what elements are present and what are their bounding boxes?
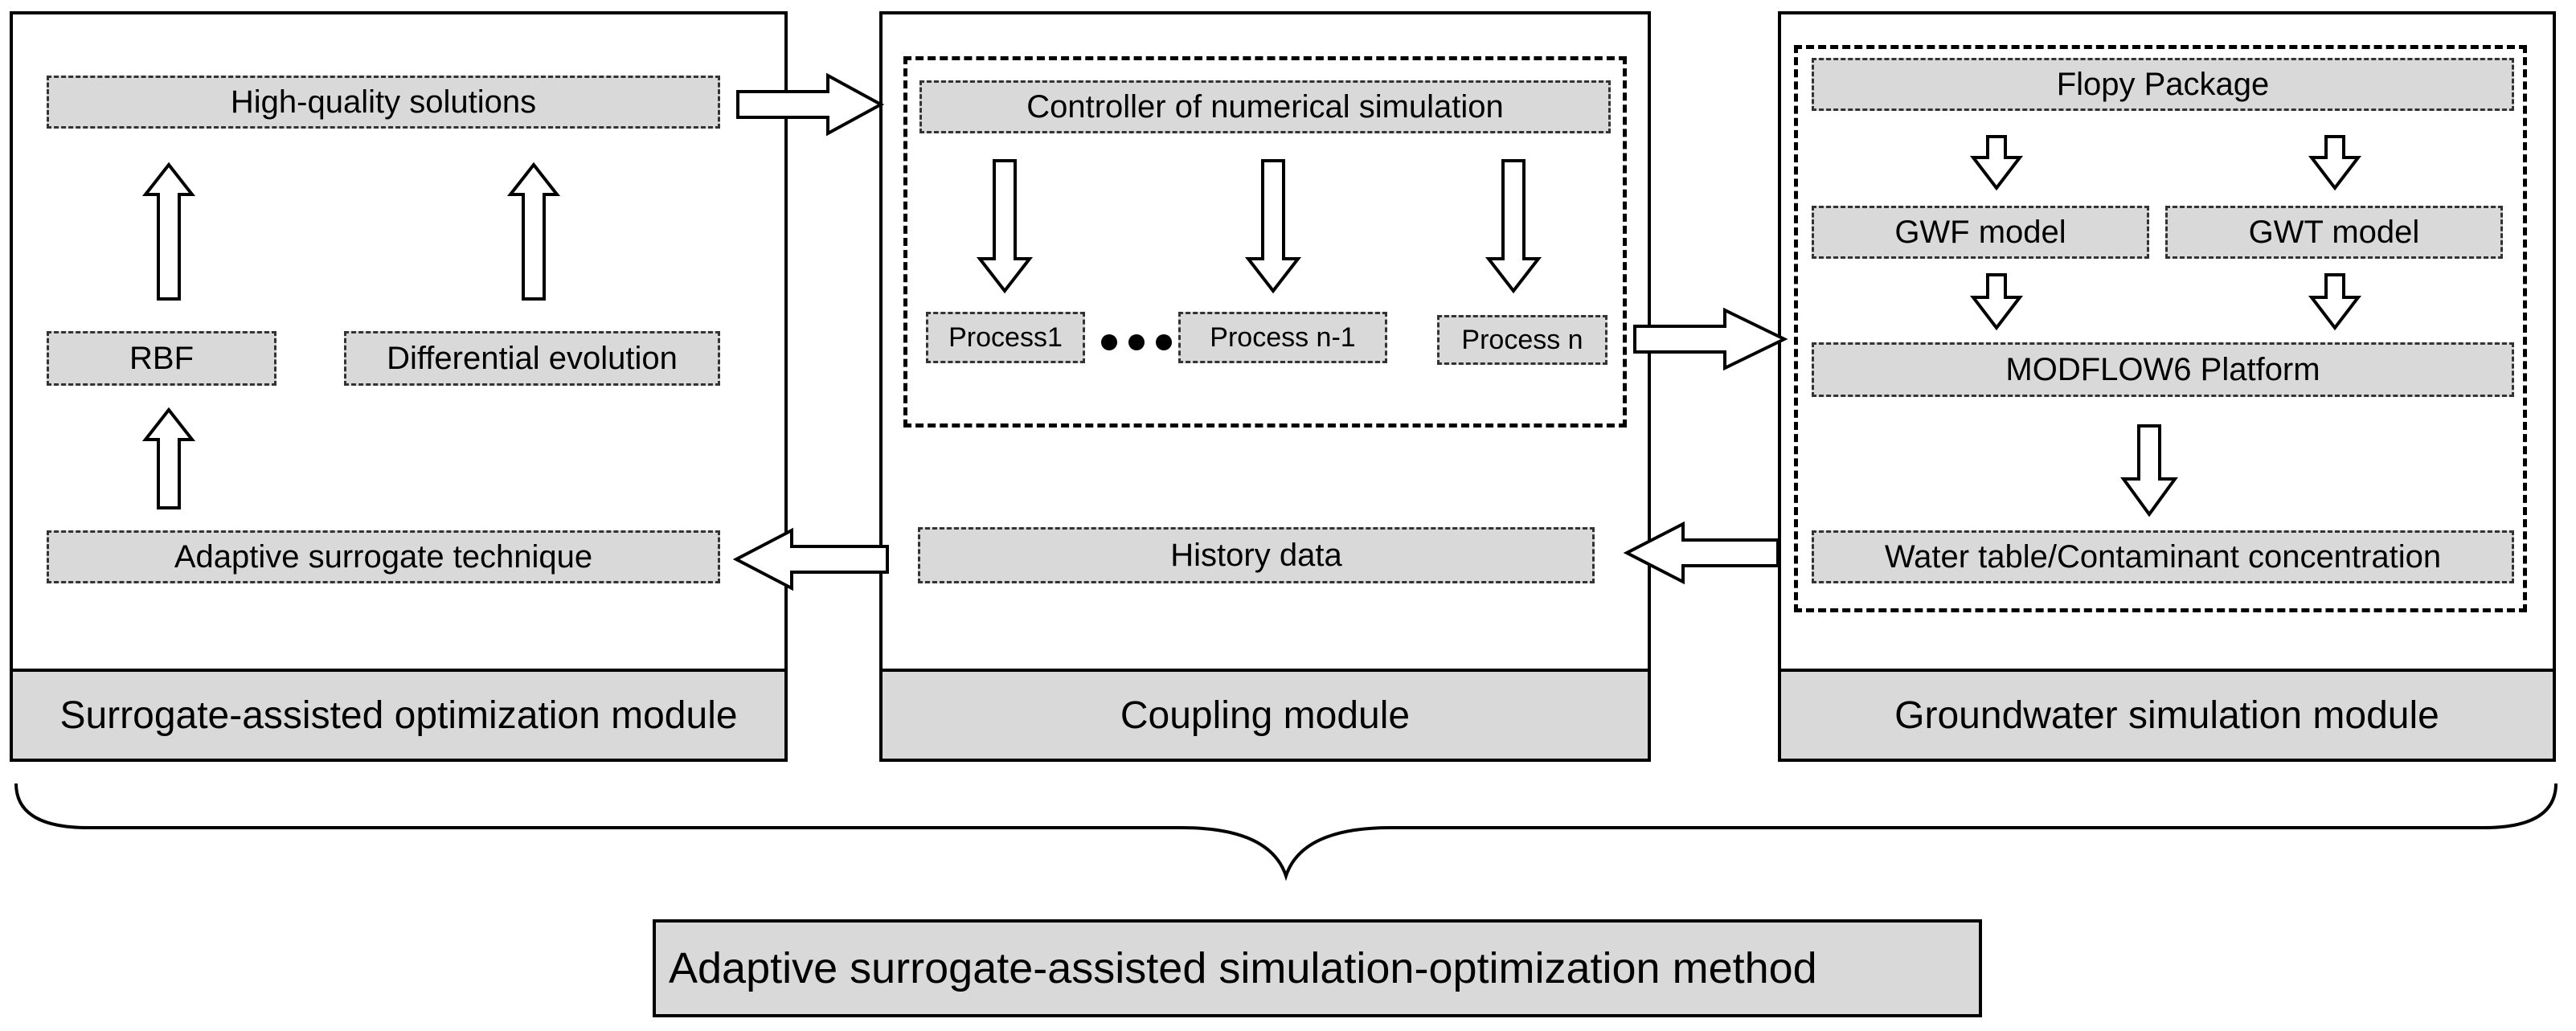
process-n-minus-1-box: Process n-1 [1178, 312, 1387, 363]
arrow-down-modflow-to-output [2120, 424, 2178, 518]
modflow6-platform-box: MODFLOW6 Platform [1812, 342, 2514, 397]
history-data-box: History data [918, 527, 1595, 583]
arrow-down-process-n-1 [1244, 159, 1302, 294]
coupling-dashed-region [903, 56, 1627, 428]
optimization-module-frame [10, 11, 788, 762]
arrow-up-rbf-to-high-quality [141, 162, 196, 301]
arrow-left-to-adaptive [732, 527, 889, 591]
controller-box: Controller of numerical simulation [919, 80, 1611, 133]
ellipsis-dot-3 [1156, 334, 1172, 350]
coupling-module-title: Coupling module [879, 669, 1651, 762]
ellipsis-dots [1101, 334, 1172, 350]
high-quality-solutions-box: High-quality solutions [47, 76, 720, 129]
arrow-right-to-controller [736, 72, 885, 137]
arrow-down-process-n [1485, 159, 1542, 294]
ellipsis-dot-1 [1101, 334, 1117, 350]
groundwater-module-title: Groundwater simulation module [1778, 669, 2556, 762]
gwt-model-box: GWT model [2165, 206, 2503, 259]
process-n-box: Process n [1437, 315, 1607, 365]
arrow-down-gwf-to-modflow [1969, 273, 2024, 331]
coupling-module-frame [879, 11, 1651, 762]
arrow-down-flopy-to-gwf [1969, 135, 2024, 191]
gwf-model-box: GWF model [1812, 206, 2149, 259]
method-label-box: Adaptive surrogate-assisted simulation-o… [653, 919, 1982, 1017]
arrow-down-gwt-to-modflow [2308, 273, 2362, 331]
ellipsis-dot-2 [1128, 334, 1145, 350]
optimization-module-title: Surrogate-assisted optimization module [10, 669, 788, 762]
differential-evolution-box: Differential evolution [344, 331, 720, 386]
flopy-package-box: Flopy Package [1812, 58, 2514, 111]
arrow-down-flopy-to-gwt [2308, 135, 2362, 191]
groundwater-dashed-region [1794, 45, 2527, 612]
arrow-right-to-groundwater [1633, 307, 1788, 371]
process1-box: Process1 [926, 312, 1085, 363]
water-table-contaminant-box: Water table/Contaminant concentration [1812, 530, 2514, 583]
arrow-down-process1 [976, 159, 1034, 294]
rbf-box: RBF [47, 331, 276, 386]
arrow-up-de-to-high-quality [506, 162, 561, 301]
arrow-left-to-history [1623, 521, 1779, 585]
adaptive-surrogate-box: Adaptive surrogate technique [47, 530, 720, 583]
grouping-brace [14, 783, 2558, 882]
arrow-up-adaptive-to-rbf [141, 407, 196, 509]
